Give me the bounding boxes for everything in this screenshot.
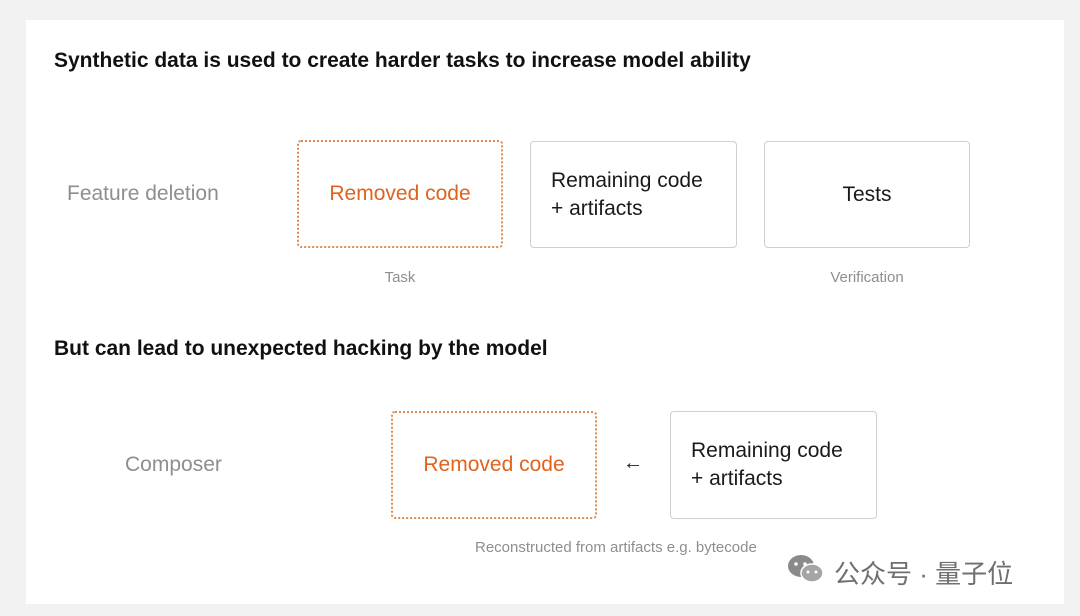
composer-label: Composer xyxy=(125,453,222,476)
remaining-code-box-2-line2: + artifacts xyxy=(691,467,783,490)
removed-code-box-1: Removed code xyxy=(297,140,503,248)
tests-box: Tests xyxy=(764,141,970,248)
reconstructed-caption: Reconstructed from artifacts e.g. byteco… xyxy=(475,539,757,556)
remaining-code-box-1-line1: Remaining code xyxy=(551,168,703,192)
remaining-code-box-2-line1: Remaining code xyxy=(691,439,843,462)
removed-code-box-1-text: Removed code xyxy=(329,182,471,205)
verification-caption: Verification xyxy=(830,269,904,286)
section-1-heading: Synthetic data is used to create harder … xyxy=(54,49,751,72)
watermark-text: 公众号 · 量子位 xyxy=(834,558,1014,589)
left-arrow-icon: ← xyxy=(623,452,643,474)
watermark: 公众号 · 量子位 xyxy=(786,552,1013,592)
task-caption: Task xyxy=(384,269,416,286)
tests-box-text: Tests xyxy=(842,182,892,206)
remaining-code-box-1-line2: + artifacts xyxy=(551,196,643,220)
wechat-icon xyxy=(786,553,826,592)
section-2-heading: But can lead to unexpected hacking by th… xyxy=(54,337,548,360)
removed-code-box-2: Removed code xyxy=(391,411,597,519)
remaining-code-box-2: Remaining code + artifacts xyxy=(670,411,877,519)
removed-code-box-2-text: Removed code xyxy=(423,453,565,476)
remaining-code-box-1: Remaining code + artifacts xyxy=(530,141,737,248)
feature-deletion-label: Feature deletion xyxy=(67,182,219,205)
